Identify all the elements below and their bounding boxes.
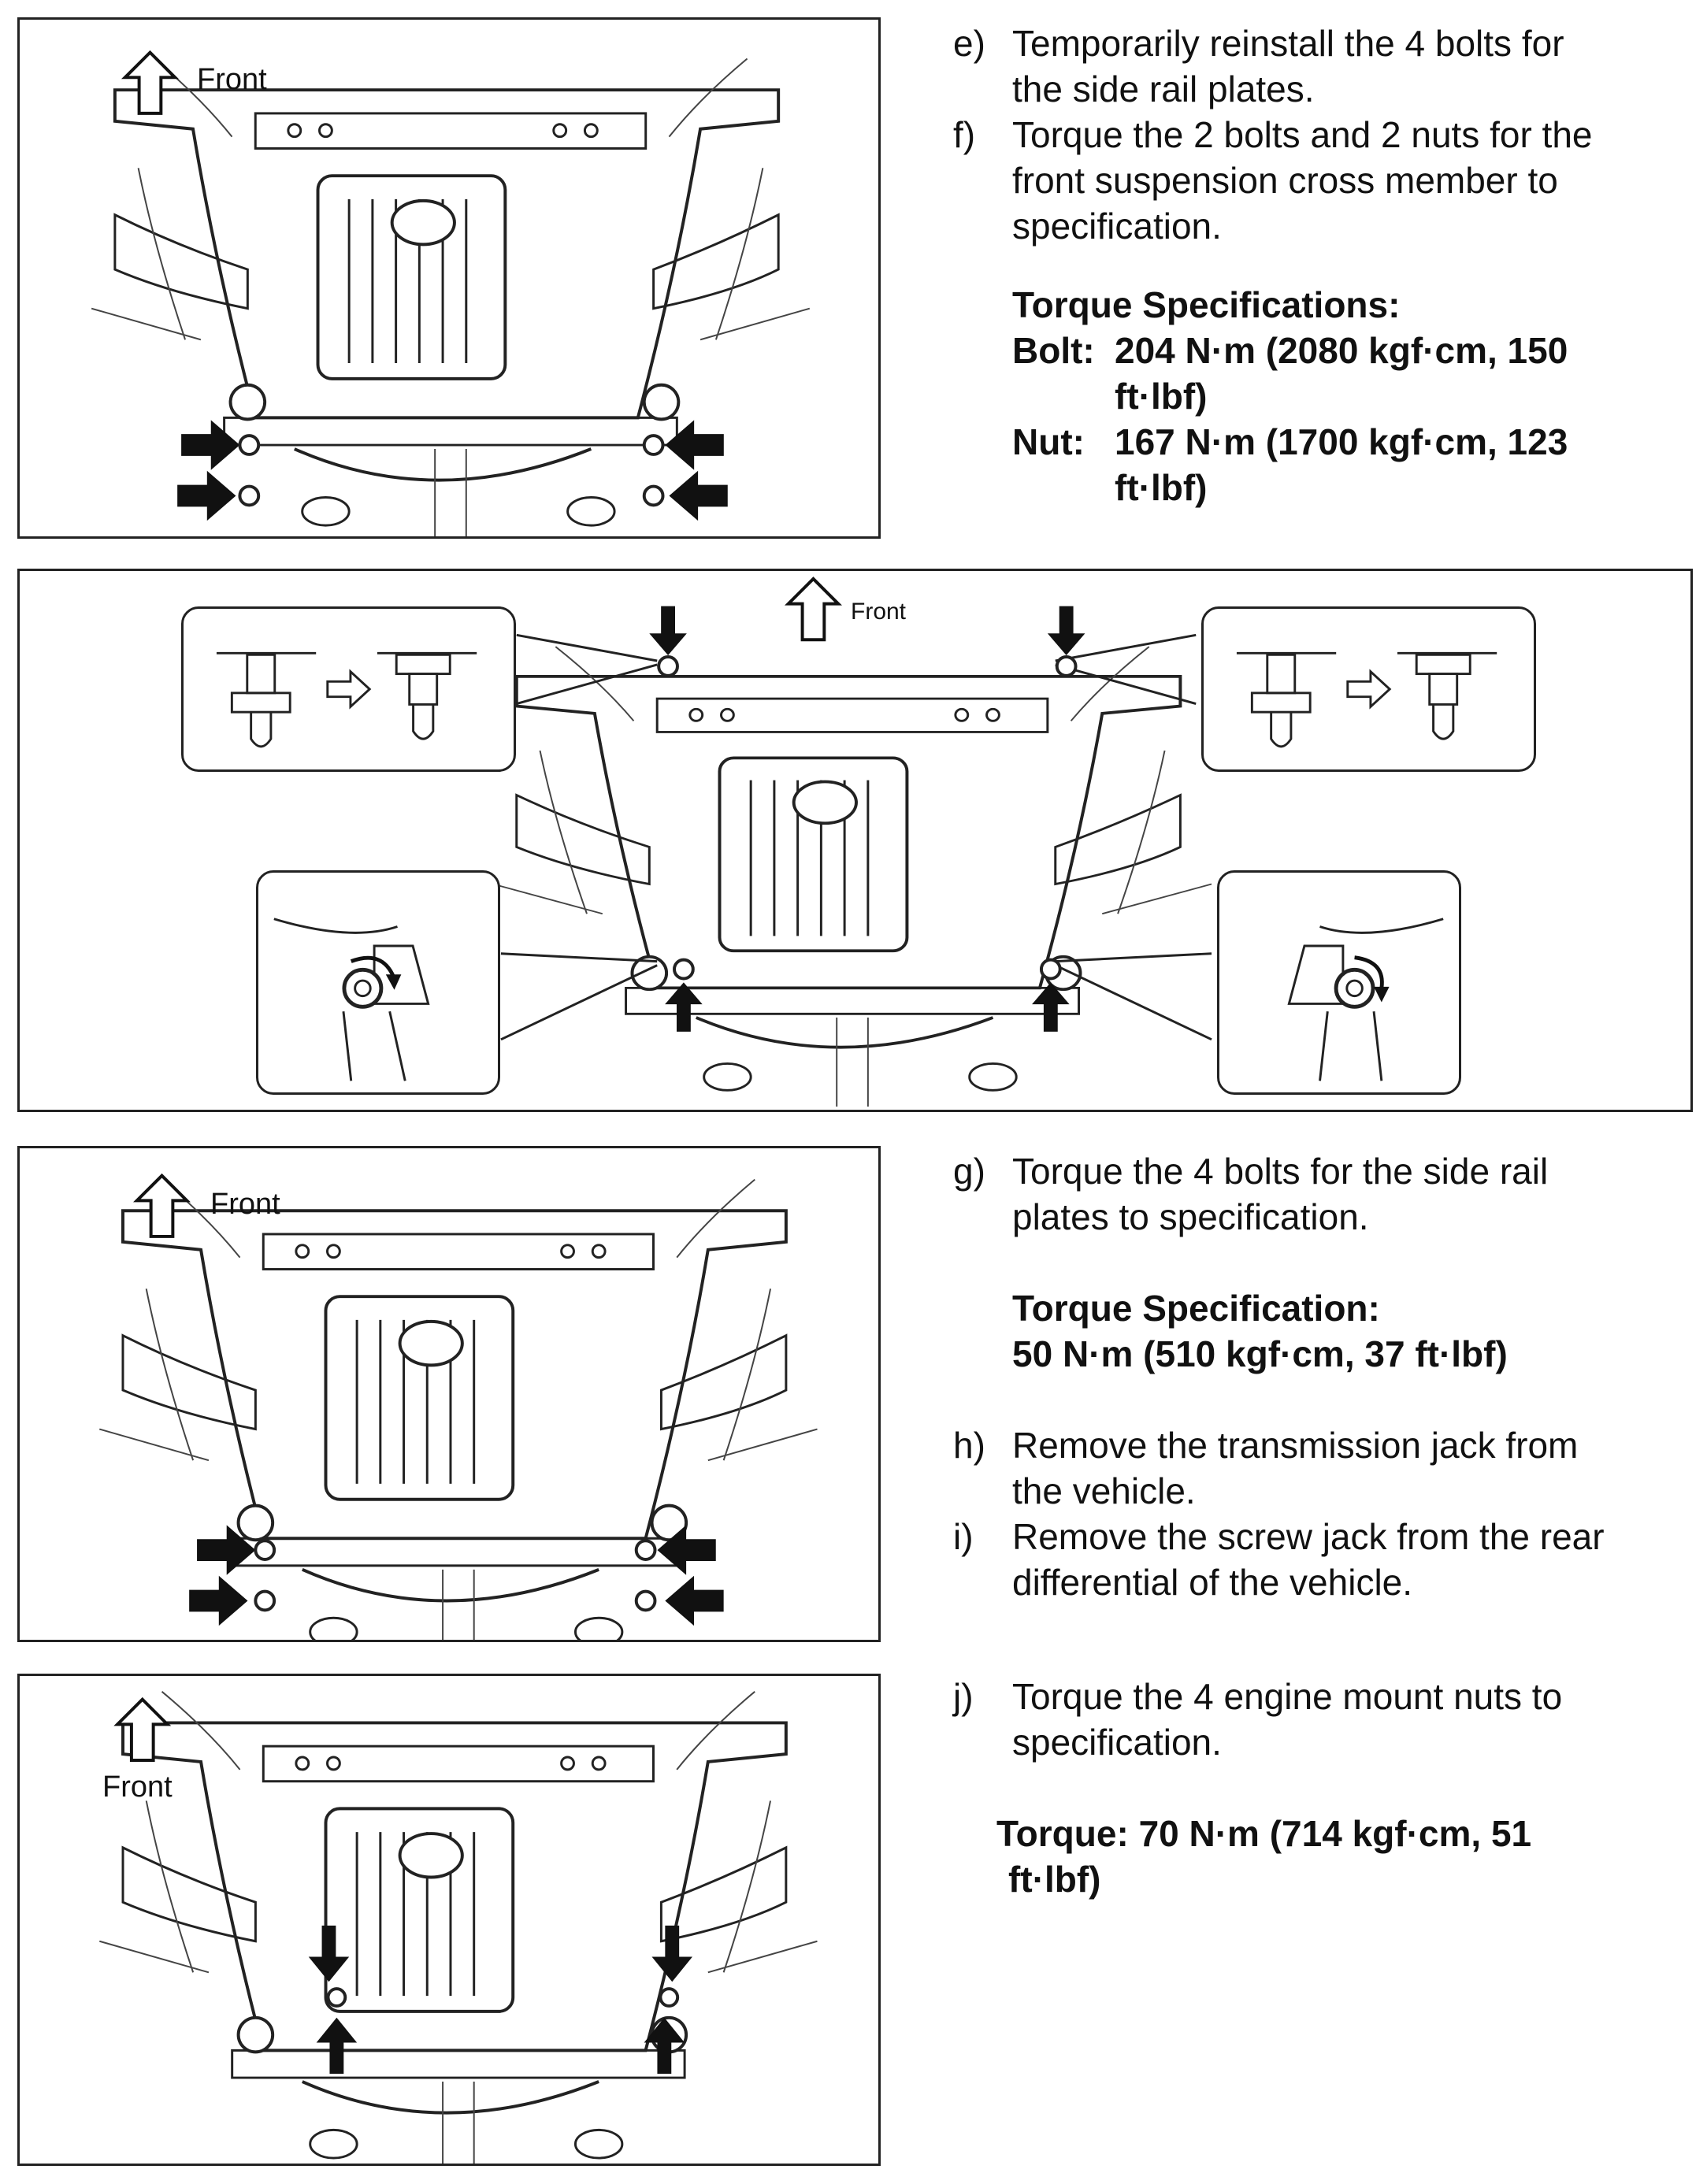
step-letter: j) [953,1676,974,1717]
step-g: g) Torque the 4 bolts for the side rail … [953,1148,1678,1240]
arrow-icon [669,470,728,521]
callout-nut-detail [256,870,500,1095]
nut-spec: Nut: 167 N·m (1700 kgf·cm, 123 ft·lbf) [1012,419,1678,510]
steps-g-h-i: g) Torque the 4 bolts for the side rail … [953,1148,1678,1605]
step-text: Temporarily reinstall the 4 bolts for [1012,23,1564,64]
step-i: i) Remove the screw jack from the rear d… [953,1514,1678,1605]
step-h: h) Remove the transmission jack from the… [953,1422,1678,1514]
figure-4-drawing [98,1689,819,2164]
front-arrow-icon [123,50,177,115]
nut-value: ft·lbf) [1115,467,1208,508]
bolt-key: Bolt: [1012,330,1095,371]
arrow-icon [665,420,724,470]
front-label: Front [102,1771,173,1804]
step-text: Torque the 4 engine mount nuts to [1012,1676,1563,1717]
arrow-icon [649,606,687,656]
arrow-icon [181,420,240,470]
step-letter: f) [953,114,976,155]
step-text: differential of the vehicle. [1012,1562,1413,1603]
arrow-icon [651,1925,693,1982]
front-arrow-icon [786,577,841,642]
spec-title: Torque Specifications: [1012,284,1401,325]
step-text: Remove the screw jack from the rear [1012,1516,1605,1557]
torque-specifications: Torque Specifications: Bolt: 204 N·m (20… [953,282,1678,510]
callout-bolt-detail [1201,606,1536,772]
callout-bolt-detail [181,606,516,772]
arrow-icon [189,1575,248,1626]
torque-spec: Torque: 70 N·m (714 kgf·cm, 51 ft·lbf) [953,1811,1678,1902]
step-j: j) Torque the 4 engine mount nuts to spe… [953,1674,1678,1902]
arrow-icon [1047,606,1085,656]
bolt-value: 204 N·m (2080 kgf·cm, 150 [1115,330,1568,371]
arrow-icon [308,1925,350,1982]
step-text: plates to specification. [1012,1196,1369,1237]
step-text: Torque the 4 bolts for the side rail [1012,1151,1549,1192]
torque-line: Torque: 70 N·m (714 kgf·cm, 51 [996,1813,1532,1854]
spec-title: Torque Specification: [1012,1288,1380,1329]
nut-key: Nut: [1012,421,1085,462]
arrow-right-icon [1346,669,1392,710]
front-arrow-icon [135,1174,189,1238]
figure-1-drawing [90,50,811,536]
step-text: specification. [1012,1722,1222,1763]
figure-3-side-rail-plate-bolts: Front [17,1146,881,1642]
step-text: Torque the 2 bolts and 2 nuts for the [1012,114,1593,155]
step-text: specification. [1012,206,1222,247]
figure-1-side-rail-bolts: Front [17,17,881,539]
step-j-text: j) Torque the 4 engine mount nuts to spe… [953,1674,1678,1765]
step-letter: i) [953,1516,974,1557]
step-text: the vehicle. [1012,1470,1196,1511]
front-arrow-icon [116,1697,169,1762]
callout-nut-detail [1217,870,1461,1095]
step-text: the side rail plates. [1012,69,1315,109]
bolt-spec: Bolt: 204 N·m (2080 kgf·cm, 150 ft·lbf) [1012,328,1678,419]
front-label: Front [210,1188,280,1221]
step-e: e) Temporarily reinstall the 4 bolts for… [953,20,1678,112]
bolt-value: ft·lbf) [1115,376,1208,417]
rotate-arrow-icon [385,974,402,990]
torque-line: ft·lbf) [1008,1859,1101,1900]
figure-2-drawing [492,577,1214,1109]
step-text: Remove the transmission jack from [1012,1425,1579,1466]
step-f: f) Torque the 2 bolts and 2 nuts for the… [953,112,1678,249]
torque-specification: Torque Specification: 50 N·m (510 kgf·cm… [953,1285,1678,1377]
front-label: Front [851,599,907,625]
front-label: Front [197,63,267,96]
figure-4-engine-mount-nuts: Front [17,1674,881,2166]
arrow-icon [665,982,703,1032]
spec-value: 50 N·m (510 kgf·cm, 37 ft·lbf) [1012,1333,1508,1374]
rotate-arrow-icon [1374,986,1390,1003]
step-letter: h) [953,1425,985,1466]
arrow-icon [644,2017,685,2075]
step-letter: g) [953,1151,985,1192]
steps-e-f: e) Temporarily reinstall the 4 bolts for… [953,20,1678,510]
step-letter: e) [953,23,985,64]
arrow-icon [1032,982,1070,1032]
step-text: front suspension cross member to [1012,160,1558,201]
arrow-icon [177,470,236,521]
arrow-icon [665,1575,724,1626]
figure-3-drawing [98,1174,819,1640]
nut-value: 167 N·m (1700 kgf·cm, 123 [1115,421,1568,462]
arrow-right-icon [326,669,372,710]
figure-2-cross-member-bolts: Front [17,569,1693,1112]
arrow-icon [316,2017,358,2075]
